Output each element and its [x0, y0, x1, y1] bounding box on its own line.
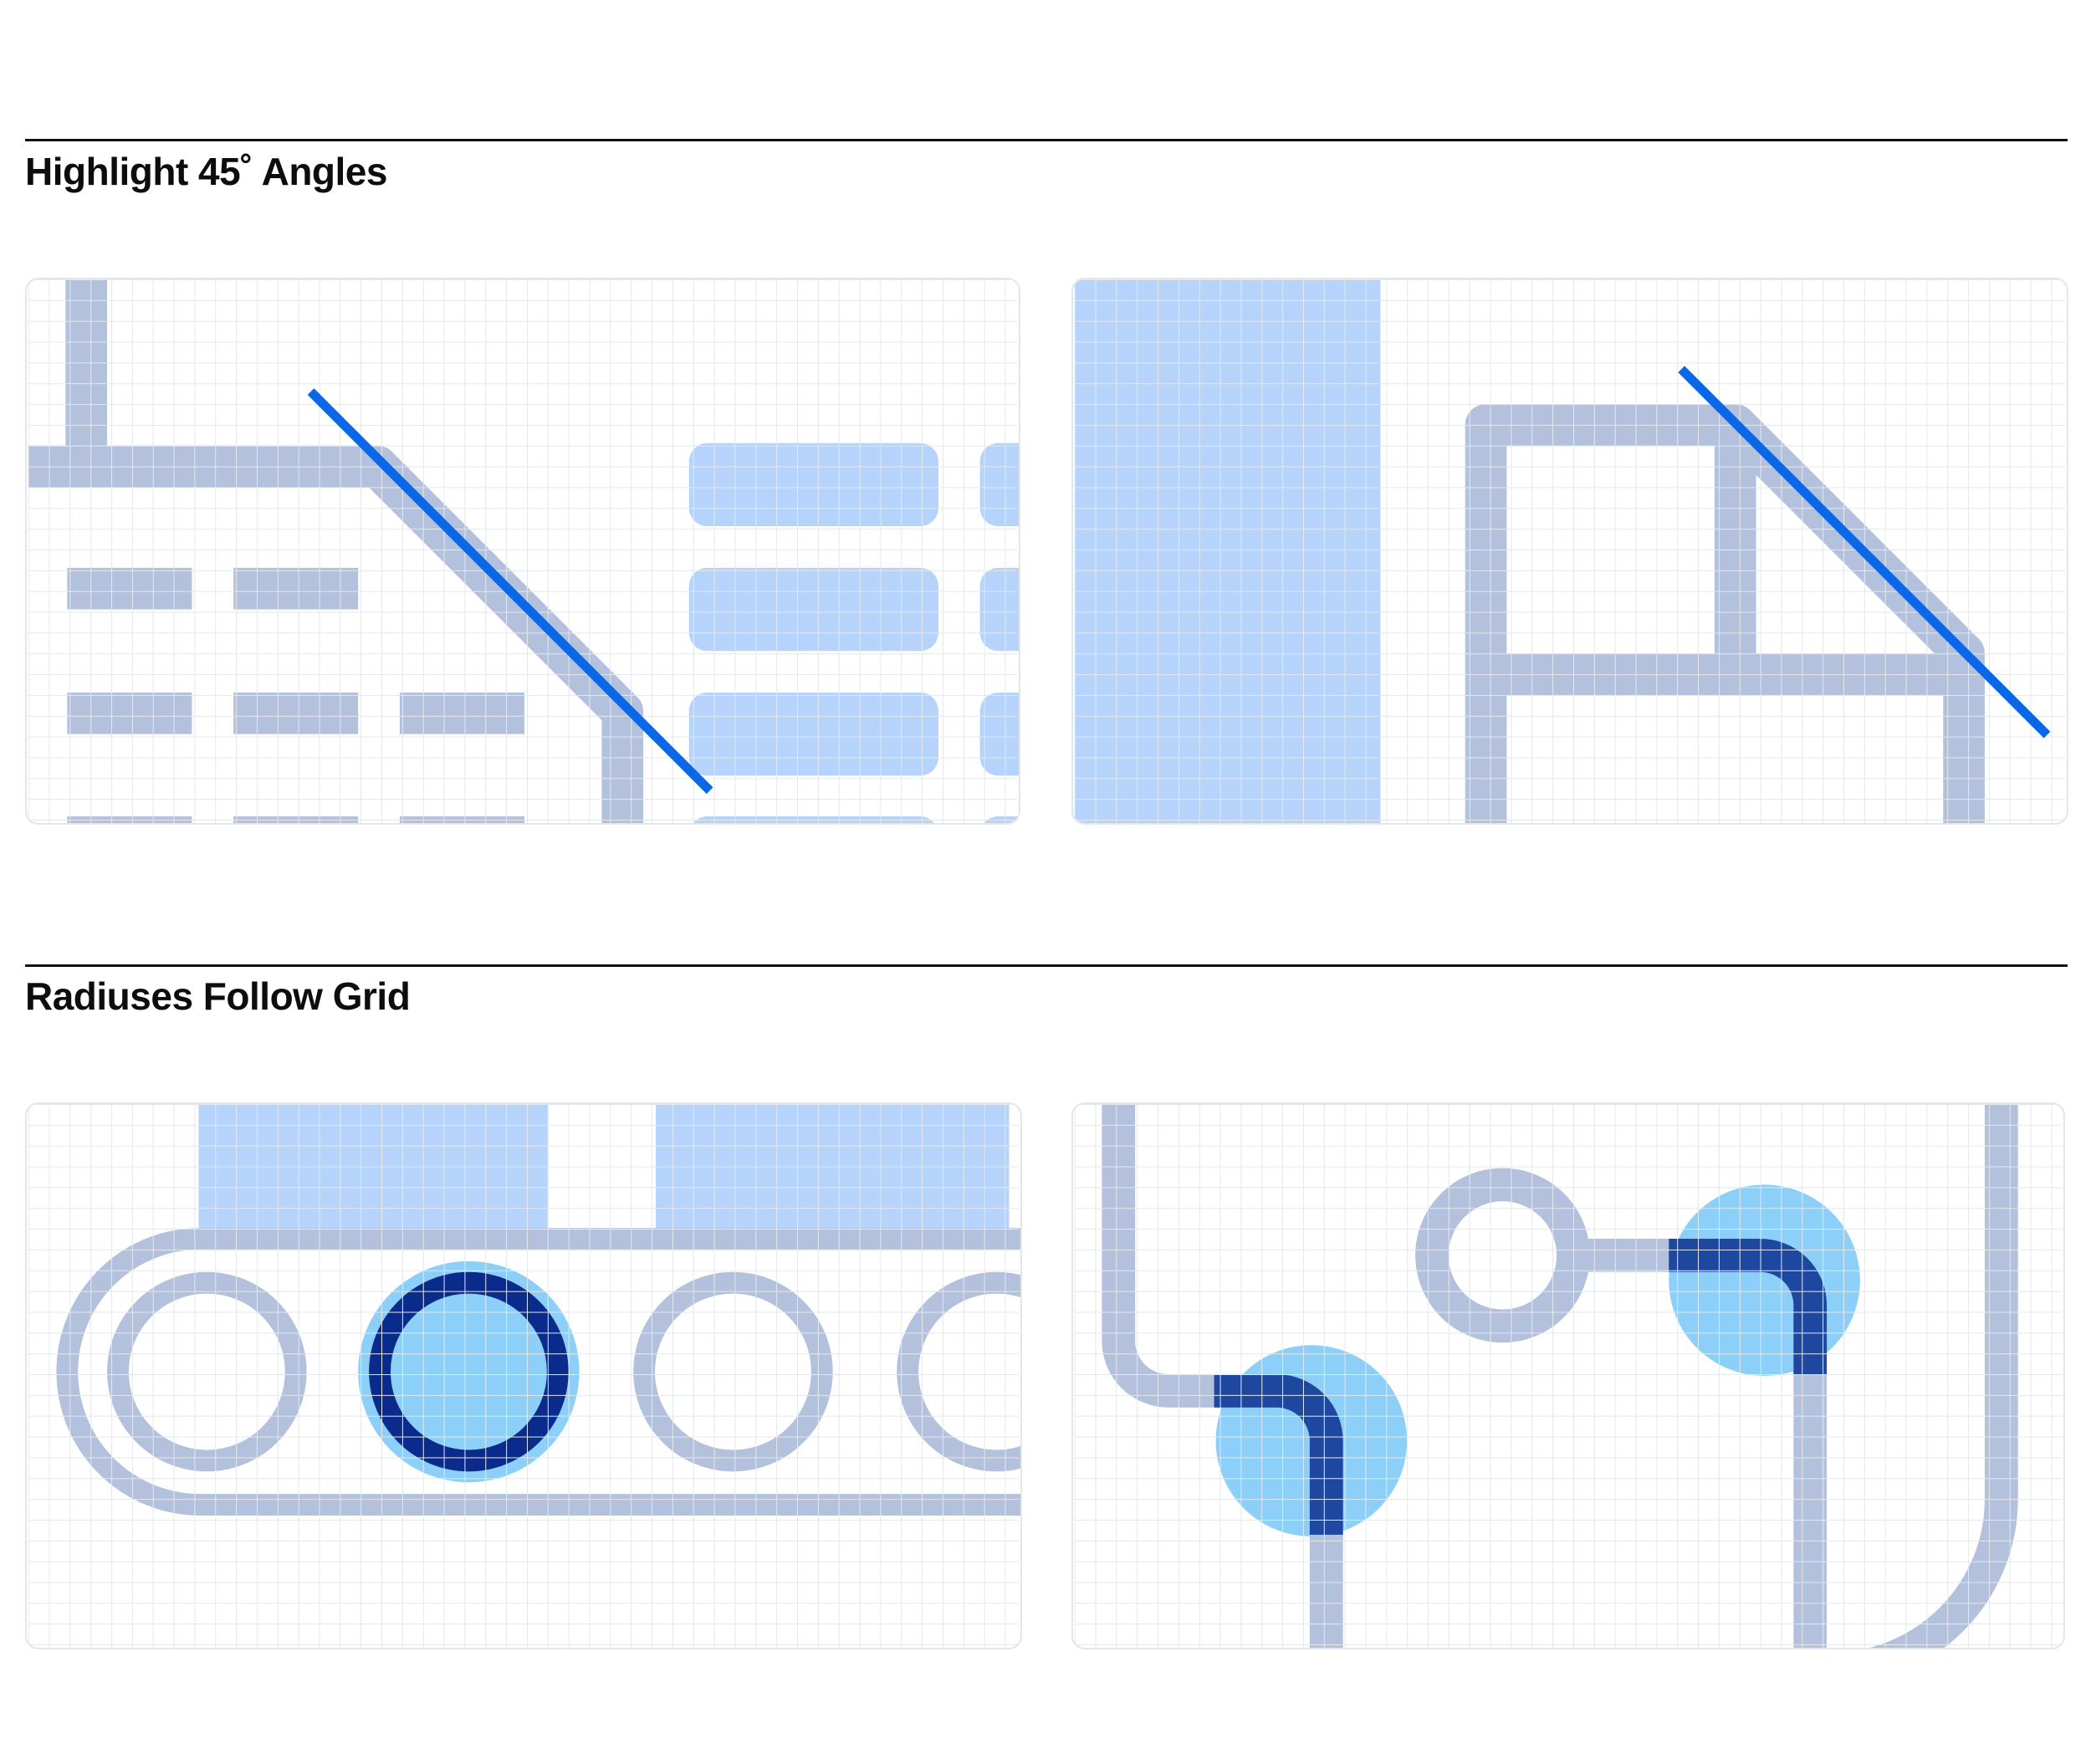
grid-overlay: [28, 279, 1018, 823]
diagram-radius-left: [28, 1104, 1020, 1648]
highlight-45-line: [307, 388, 713, 795]
diagram-radius-right: [1074, 1104, 2063, 1648]
highlight-45-line: [1678, 366, 2051, 739]
section-title: Highlight 45˚ Angles: [25, 150, 387, 193]
section-divider: [25, 139, 2068, 141]
diagram-panel-radius-left: [25, 1102, 1022, 1649]
grid-overlay: [28, 1104, 1020, 1648]
diagram-panel-radius-right: [1071, 1102, 2065, 1649]
grid-overlay: [1074, 1104, 2063, 1648]
diagram-angles-right: [1074, 279, 2066, 823]
section-title: Radiuses Follow Grid: [25, 974, 411, 1018]
diagram-panel-angles-right: [1071, 278, 2068, 825]
section-divider: [25, 964, 2068, 967]
diagram-panel-angles-left: [25, 278, 1020, 825]
diagram-angles-left: [28, 279, 1019, 823]
grid-overlay: [1074, 279, 2066, 823]
